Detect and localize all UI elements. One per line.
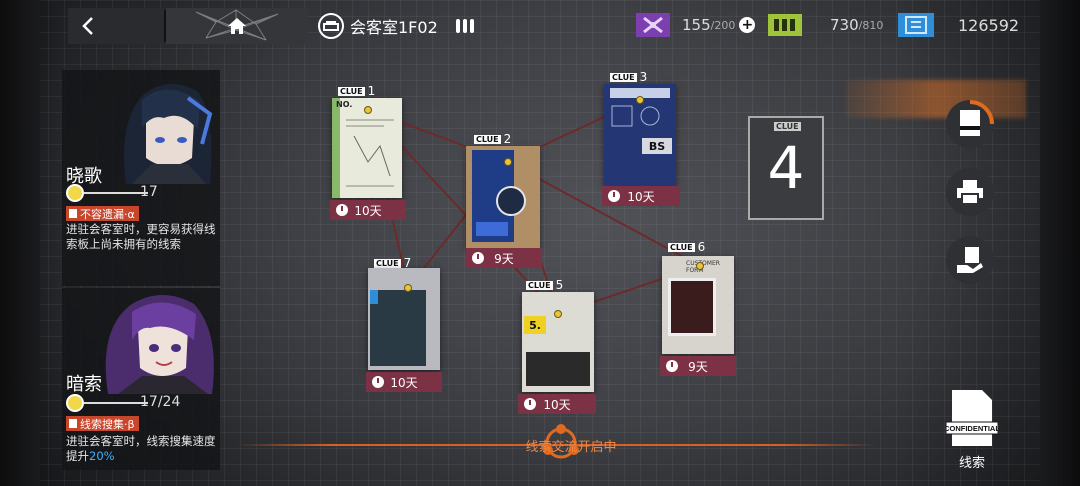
clue-1-timer: 10天 <box>330 200 406 220</box>
clue-3-bs-tag: BS <box>642 138 672 154</box>
back-button[interactable] <box>68 8 164 44</box>
operator-desc-2: 进驻会客室时，线索搜集速度提升20% <box>66 434 216 464</box>
clue-4-slot-label: CLUE <box>774 122 801 131</box>
clue-collection-button[interactable]: CONFIDENTIAL <box>944 390 1000 446</box>
top-bar: 会客室1F02 155 /200 + 730 /810 <box>0 0 1080 52</box>
confidential-folder-icon: CONFIDENTIAL <box>944 390 1000 446</box>
clock-icon <box>608 190 620 202</box>
clue-2-card[interactable] <box>466 146 540 248</box>
operator-card-1[interactable]: 晓歌 17 不容遗漏·α 进驻会客室时，更容易获得线索板上尚未拥有的线索 <box>62 70 220 286</box>
clue-6-header: CUSTOMER FORM <box>686 260 720 274</box>
clue-7-pin <box>404 284 412 292</box>
operator-desc-1: 进驻会客室时，更容易获得线索板上尚未拥有的线索 <box>66 222 216 251</box>
confidential-doc-icon <box>960 100 994 136</box>
stats-icon[interactable] <box>455 19 474 33</box>
sofa-icon <box>318 13 344 39</box>
clue-exchange-status[interactable]: 线索交流开启中 <box>525 440 617 455</box>
chevron-left-icon <box>82 17 93 35</box>
lmd-value: 730 <box>830 16 859 34</box>
lmd-counter: 730 /810 <box>830 12 883 38</box>
operator-skill-2: 线索搜集·β <box>66 416 139 431</box>
top-divider <box>164 10 166 42</box>
clue-5-pin <box>554 310 562 318</box>
home-icon <box>228 18 246 34</box>
drone-max: /200 <box>710 18 736 32</box>
home-button[interactable] <box>166 8 308 44</box>
clue-3-pin <box>636 96 644 104</box>
hand-give-icon <box>957 247 983 273</box>
give-clue-button[interactable] <box>946 236 994 284</box>
clue-3-timer: 10天 <box>602 186 680 206</box>
clock-icon <box>336 204 348 216</box>
clock-icon <box>372 376 384 388</box>
clue-4-number: 4 <box>767 134 805 202</box>
clue-2-emblem <box>496 186 526 216</box>
room-title-group: 会客室1F02 <box>318 12 474 40</box>
clue-5-card[interactable]: 5. <box>522 292 594 392</box>
lmd-max: /810 <box>858 18 884 32</box>
operator-level-value-2: 17/24 <box>140 394 181 410</box>
clue-4-slot[interactable]: CLUE 4 <box>748 116 824 220</box>
operator-skill-1: 不容遗漏·α <box>66 206 139 221</box>
battery-icon <box>768 14 802 36</box>
clue-2-timer: 9天 <box>466 248 542 268</box>
printer-icon <box>957 180 983 204</box>
clock-icon <box>666 360 678 372</box>
drone-value: 155 <box>682 16 711 34</box>
operator-card-2[interactable]: 暗索 17/24 线索搜集·β 进驻会客室时，线索搜集速度提升20% <box>62 288 220 470</box>
print-clue-button[interactable] <box>946 168 994 216</box>
drone-icon <box>636 13 670 37</box>
room-title: 会客室1F02 <box>350 18 438 37</box>
add-drone-icon[interactable]: + <box>739 17 756 33</box>
credit-icon <box>898 13 934 37</box>
drone-counter: 155 /200 + <box>636 12 756 38</box>
battery-indicator <box>768 12 802 38</box>
clue-2-pin <box>504 158 512 166</box>
clue-6-pin <box>696 262 704 270</box>
level-icon <box>66 394 84 412</box>
credit-counter: 126592 <box>898 12 1019 38</box>
operator-level-1: 17 <box>66 184 206 202</box>
operator-name-1: 晓歌 <box>66 166 102 187</box>
operator-portrait-2 <box>105 295 214 394</box>
clue-6-card[interactable]: CUSTOMER FORM <box>662 256 734 354</box>
clue-1-no: NO. <box>336 100 353 109</box>
clue-1-card[interactable]: NO. <box>332 98 402 198</box>
clock-icon <box>524 398 536 410</box>
clue-3-card[interactable]: BS <box>604 84 676 186</box>
clue-7-timer: 10天 <box>366 372 442 392</box>
operator-desc-2-text: 进驻会客室时，线索搜集速度提升 <box>66 434 216 463</box>
operator-portrait-1 <box>124 83 213 184</box>
clue-1-pin <box>364 106 372 114</box>
confidential-receive-button[interactable] <box>946 100 994 148</box>
operator-level-value-1: 17 <box>140 184 158 200</box>
clue-7-card[interactable] <box>368 268 440 370</box>
clock-icon <box>472 252 484 264</box>
left-edge-bar <box>0 0 40 486</box>
orange-glow-decoration <box>846 80 1026 118</box>
exchange-line <box>236 444 876 446</box>
clue-1-document-drawing <box>346 119 394 187</box>
credits-value: 126592 <box>958 15 1020 35</box>
clue-collection-label: 线索 <box>958 456 985 471</box>
operator-name-2: 暗索 <box>66 374 102 395</box>
operator-level-2: 17/24 <box>66 394 206 412</box>
clue-5-timer: 10天 <box>518 394 596 414</box>
exchange-nodes-icon <box>543 424 579 459</box>
level-icon <box>66 184 84 202</box>
operator-desc-2-highlight: 20% <box>89 449 115 463</box>
clue-5-tag: 5. <box>524 316 546 334</box>
clue-6-timer: 9天 <box>660 356 736 376</box>
svg-text:CONFIDENTIAL: CONFIDENTIAL <box>946 424 998 433</box>
